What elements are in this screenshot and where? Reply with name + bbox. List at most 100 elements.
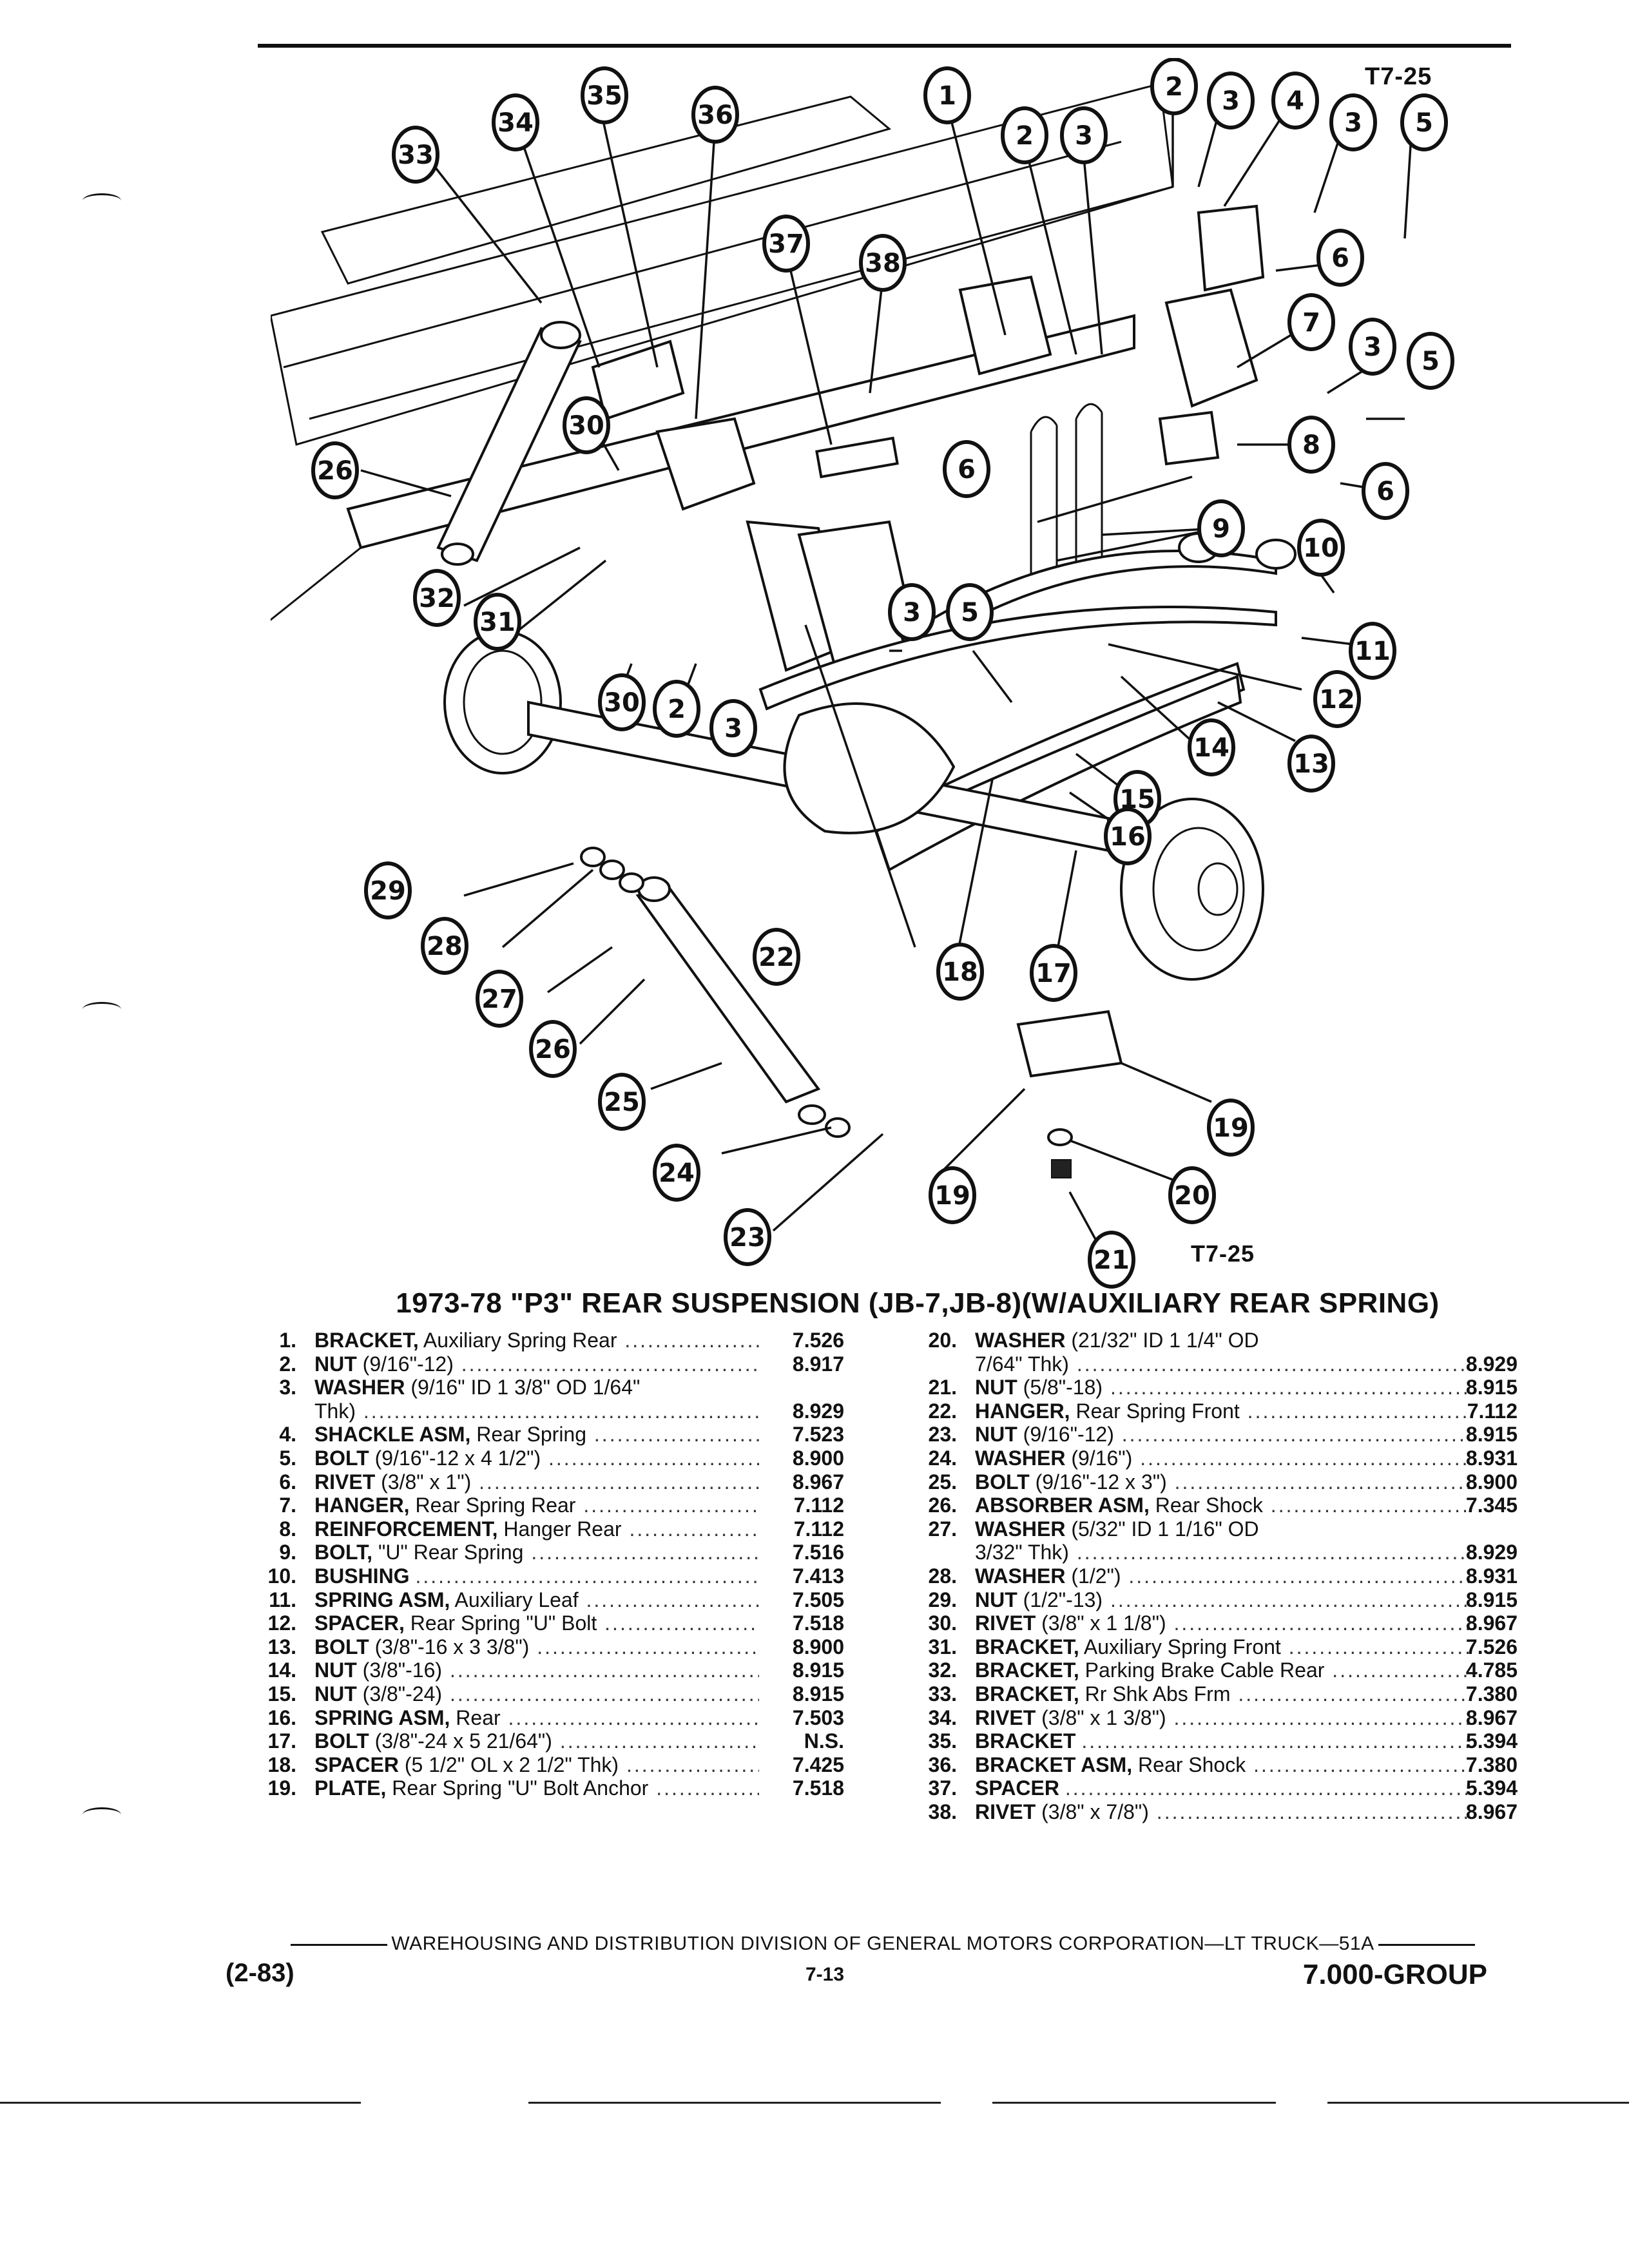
part-name: NUT bbox=[975, 1423, 1017, 1446]
part-description: Thk) ...................................… bbox=[314, 1399, 759, 1423]
svg-text:11: 11 bbox=[1354, 637, 1391, 666]
leader-dots: ........................................… bbox=[1065, 1776, 1471, 1800]
part-description: 3/32" Thk) .............................… bbox=[975, 1541, 1471, 1564]
leader-dots: ........................................… bbox=[1173, 1706, 1471, 1729]
parts-list-row: 32.BRACKET, Parking Brake Cable Rear ...… bbox=[918, 1658, 1518, 1682]
callout-36: 36 bbox=[691, 86, 739, 144]
part-group-number: 7.112 bbox=[793, 1517, 844, 1541]
leader-dots: ........................................… bbox=[1270, 1494, 1471, 1517]
part-group-number: 8.915 bbox=[1465, 1588, 1518, 1611]
svg-text:24: 24 bbox=[659, 1158, 695, 1188]
parts-list-row: Thk) ...................................… bbox=[258, 1399, 857, 1423]
part-group-number: 7.380 bbox=[1465, 1753, 1518, 1776]
svg-text:10: 10 bbox=[1303, 533, 1339, 563]
part-spec: (1/2") bbox=[1071, 1564, 1121, 1588]
part-name: WASHER bbox=[975, 1564, 1066, 1588]
svg-text:38: 38 bbox=[865, 249, 901, 278]
callout-20: 20 bbox=[1168, 1166, 1216, 1224]
part-name: BRACKET ASM, bbox=[975, 1753, 1133, 1776]
svg-text:5: 5 bbox=[961, 598, 979, 628]
part-number: 35. bbox=[928, 1729, 957, 1753]
parts-list-row: 36. BRACKET ASM, Rear Shock .............… bbox=[918, 1753, 1518, 1777]
part-group-number: 7.518 bbox=[792, 1776, 844, 1800]
svg-text:3: 3 bbox=[1364, 332, 1382, 362]
leader-dots: ........................................… bbox=[1076, 1352, 1471, 1376]
svg-text:25: 25 bbox=[604, 1088, 640, 1117]
part-description: WASHER (21/32" ID 1 1/4" OD bbox=[975, 1329, 1471, 1352]
callout-30: 30 bbox=[563, 396, 610, 454]
svg-text:7: 7 bbox=[1302, 308, 1320, 338]
part-number: 36. bbox=[928, 1753, 957, 1776]
part-number: 5. bbox=[279, 1446, 296, 1470]
upper-shock-absorber bbox=[436, 321, 582, 566]
part-number: 1. bbox=[279, 1329, 296, 1352]
part-description: BOLT (9/16"-12 x 3") ...................… bbox=[975, 1470, 1471, 1494]
page-title: 1973-78 "P3" REAR SUSPENSION (JB-7,JB-8)… bbox=[396, 1287, 1440, 1319]
svg-text:1: 1 bbox=[938, 81, 956, 111]
part-group-number: 7.413 bbox=[792, 1564, 844, 1588]
parts-list-row: 19.PLATE, Rear Spring "U" Bolt Anchor ..… bbox=[258, 1776, 857, 1800]
part-spec: (5/32" ID 1 1/16" OD bbox=[1071, 1517, 1259, 1541]
svg-text:26: 26 bbox=[317, 456, 353, 486]
svg-text:19: 19 bbox=[1213, 1113, 1249, 1143]
callout-31: 31 bbox=[474, 593, 521, 651]
part-number: 32. bbox=[928, 1658, 957, 1682]
part-name: RIVET bbox=[314, 1470, 376, 1494]
leader-dots: ........................................… bbox=[1140, 1446, 1471, 1470]
part-group-number: 8.967 bbox=[792, 1470, 844, 1494]
bottom-rule bbox=[1327, 2102, 1629, 2104]
part-spec: (5/8"-18) bbox=[1023, 1376, 1103, 1399]
svg-text:6: 6 bbox=[1376, 477, 1394, 506]
svg-text:36: 36 bbox=[697, 101, 733, 130]
parts-list-row: 37.SPACER ..............................… bbox=[918, 1776, 1518, 1800]
part-name: NUT bbox=[314, 1682, 357, 1706]
part-name: BRACKET, bbox=[314, 1329, 419, 1352]
part-group-number: 8.967 bbox=[1465, 1800, 1518, 1823]
part-name: WASHER bbox=[314, 1376, 405, 1399]
callout-22: 22 bbox=[753, 928, 800, 986]
parts-list-row: 34.RIVET (3/8" x 1 3/8") ...............… bbox=[918, 1706, 1518, 1730]
svg-text:3: 3 bbox=[1075, 121, 1093, 151]
part-spec: Rear Shock bbox=[1138, 1753, 1246, 1776]
parts-list-row: 30.RIVET (3/8" x 1 1/8") ...............… bbox=[918, 1611, 1518, 1635]
callout-2: 2 bbox=[1150, 58, 1198, 115]
figure-code-bottom: T7-25 bbox=[1191, 1240, 1255, 1267]
part-spec: Thk) bbox=[314, 1399, 356, 1423]
leader-dots: ........................................… bbox=[1253, 1753, 1471, 1776]
part-spec: (3/8"-16 x 3 3/8") bbox=[374, 1635, 530, 1658]
part-group-number: 8.931 bbox=[1465, 1446, 1518, 1470]
leader-dots: ........................................… bbox=[1110, 1376, 1471, 1399]
callout-2: 2 bbox=[1001, 106, 1048, 164]
bottom-rule bbox=[0, 2102, 361, 2104]
callout-30: 30 bbox=[598, 673, 646, 731]
parts-list-row: 2.NUT (9/16"-12) .......................… bbox=[258, 1352, 857, 1376]
svg-text:3: 3 bbox=[1344, 108, 1362, 138]
part-spec: "U" Rear Spring bbox=[378, 1541, 524, 1564]
part-spec: Rr Shk Abs Frm bbox=[1084, 1682, 1231, 1706]
callout-3: 3 bbox=[709, 699, 757, 757]
leader-dots: ........................................… bbox=[586, 1588, 760, 1611]
part-name: NUT bbox=[975, 1376, 1017, 1399]
svg-text:20: 20 bbox=[1174, 1181, 1210, 1211]
part-description: NUT (3/8"-16) ..........................… bbox=[314, 1658, 759, 1682]
part-description: BUSHING ................................… bbox=[314, 1564, 759, 1588]
part-group-number: 7.112 bbox=[793, 1494, 844, 1517]
part-description: SPACER, Rear Spring "U" Bolt ...........… bbox=[314, 1611, 759, 1635]
part-group-number: 5.394 bbox=[1465, 1776, 1518, 1800]
part-number: 22. bbox=[928, 1399, 957, 1423]
part-description: WASHER (5/32" ID 1 1/16" OD bbox=[975, 1517, 1471, 1541]
part-group-number: 7.503 bbox=[792, 1706, 844, 1729]
parts-list-row: 14.NUT (3/8"-16) .......................… bbox=[258, 1658, 857, 1682]
parts-list-row: 13.BOLT (3/8"-16 x 3 3/8") .............… bbox=[258, 1635, 857, 1659]
part-number: 23. bbox=[928, 1423, 957, 1446]
svg-text:5: 5 bbox=[1422, 347, 1440, 376]
svg-text:22: 22 bbox=[758, 943, 795, 972]
parts-list-row: 17.BOLT (3/8"-24 x 5 21/64") ...........… bbox=[258, 1729, 857, 1753]
part-description: BRACKET, Auxiliary Spring Front ........… bbox=[975, 1635, 1471, 1659]
part-description: SPRING ASM, Rear .......................… bbox=[314, 1706, 759, 1730]
part-number: 10. bbox=[267, 1564, 296, 1588]
part-name: SPRING ASM, bbox=[314, 1588, 450, 1611]
part-spec: Parking Brake Cable Rear bbox=[1084, 1658, 1325, 1682]
part-number: 20. bbox=[928, 1329, 957, 1352]
part-spec: (9/16"-12 x 4 1/2") bbox=[374, 1446, 541, 1470]
